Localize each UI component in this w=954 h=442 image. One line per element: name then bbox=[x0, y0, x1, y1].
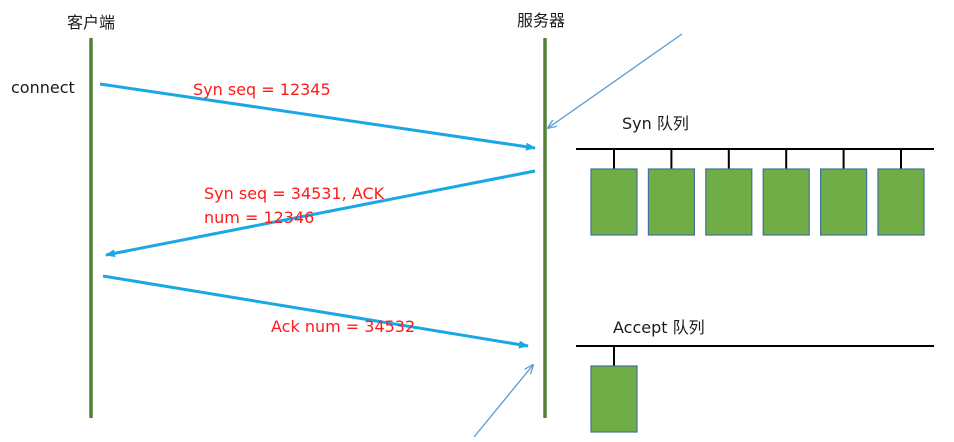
client-label: 客户端 bbox=[67, 13, 115, 32]
syn-ack-arrow bbox=[105, 169, 536, 258]
ack-arrow bbox=[102, 274, 529, 349]
syn-ack-message-label-line1: Syn seq = 34531, ACK bbox=[204, 184, 385, 203]
server-label: 服务器 bbox=[517, 11, 565, 30]
syn-queue-slot bbox=[590, 168, 638, 236]
accept-queue-pointer-arrow bbox=[473, 365, 533, 438]
syn-queue-slot bbox=[877, 168, 925, 236]
syn-queue-pointer-arrow bbox=[548, 33, 683, 128]
accept-queue-slot bbox=[590, 365, 638, 433]
syn-message-label: Syn seq = 12345 bbox=[193, 80, 331, 99]
syn-queue-slot bbox=[762, 168, 810, 236]
accept-queue-slots bbox=[590, 346, 638, 433]
ack-message-label: Ack num = 34532 bbox=[271, 317, 415, 336]
syn-queue-slots bbox=[590, 149, 925, 236]
syn-queue-label: Syn 队列 bbox=[622, 114, 689, 133]
syn-ack-message-label-line2: num = 12346 bbox=[204, 208, 314, 227]
syn-queue-slot bbox=[705, 168, 753, 236]
syn-queue-slot bbox=[647, 168, 696, 236]
syn-queue-slot bbox=[819, 168, 868, 236]
accept-queue-label: Accept 队列 bbox=[613, 318, 705, 337]
connect-label: connect bbox=[11, 78, 75, 97]
syn-arrow bbox=[99, 82, 536, 151]
